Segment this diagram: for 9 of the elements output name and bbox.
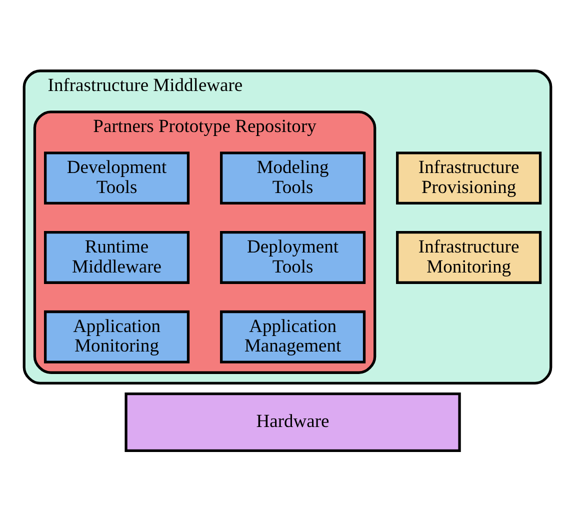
node-box: Application Management [220,310,366,364]
node-box: Deployment Tools [220,231,366,284]
node-box: Hardware [124,392,461,452]
node-box: Infrastructure Provisioning [396,152,542,205]
node-box: Runtime Middleware [44,231,190,284]
node-box: Development Tools [44,152,190,205]
node-box: Modeling Tools [220,152,366,205]
node-box: Infrastructure Monitoring [396,231,542,284]
node-box: Application Monitoring [44,310,190,364]
